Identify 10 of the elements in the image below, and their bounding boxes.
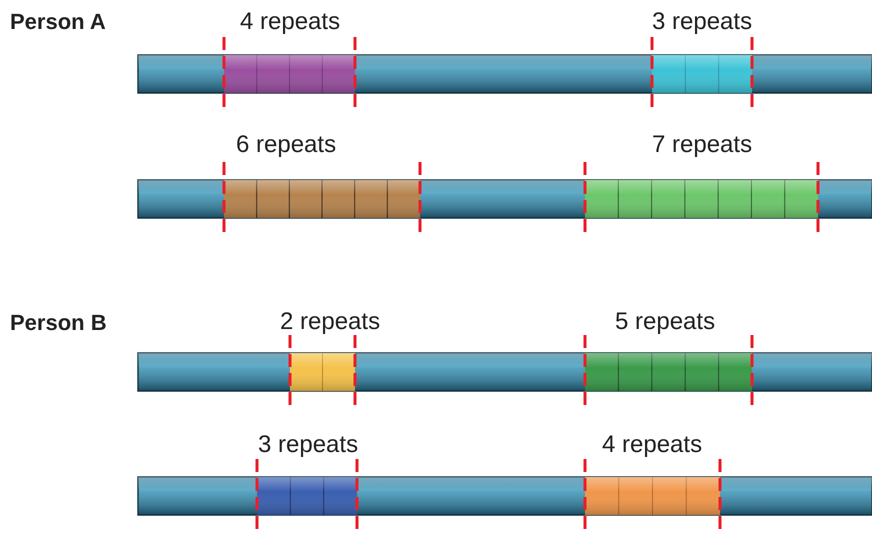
person-label: Person A xyxy=(10,8,106,36)
repeat-count-label: 2 repeats xyxy=(280,308,380,336)
repeat-count-label: 6 repeats xyxy=(236,131,336,159)
person-label: Person B xyxy=(10,309,107,337)
repeat-count-label: 3 repeats xyxy=(258,431,358,459)
repeat-count-label: 4 repeats xyxy=(240,8,340,36)
repeat-count-label: 4 repeats xyxy=(602,431,702,459)
repeat-count-label: 5 repeats xyxy=(615,308,716,336)
repeat-count-label: 3 repeats xyxy=(652,8,752,36)
repeat-count-label: 7 repeats xyxy=(652,131,752,159)
